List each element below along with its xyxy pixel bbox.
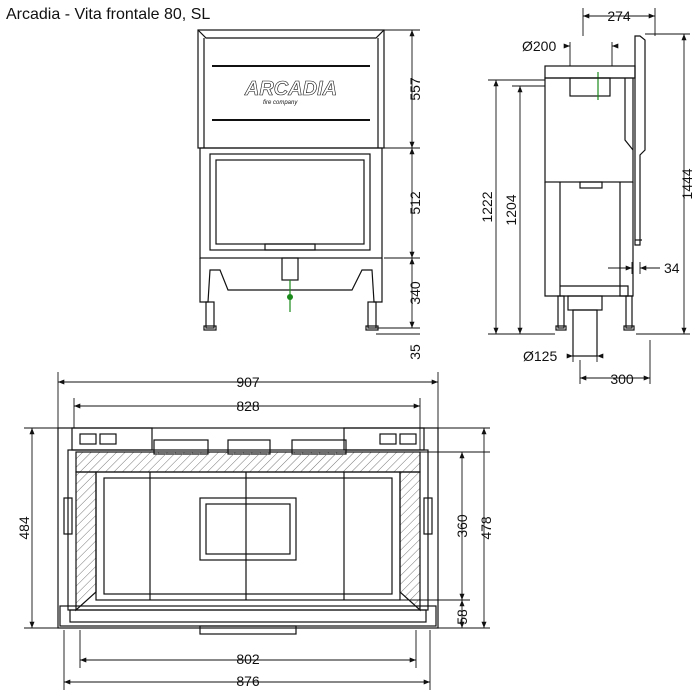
dim-depth-bottom: 300 bbox=[610, 371, 634, 387]
dim-w876: 876 bbox=[236, 673, 260, 689]
side-front-panel bbox=[634, 35, 646, 246]
dim-offset: 34 bbox=[664, 260, 680, 276]
logo-brand: ARCADIA bbox=[244, 78, 337, 100]
side-legs bbox=[555, 295, 635, 331]
dim-foot: 35 bbox=[407, 344, 423, 360]
dim-air: Ø125 bbox=[523, 348, 557, 364]
drawing-title: Arcadia - Vita frontale 80, SL bbox=[6, 6, 211, 23]
dim-h360: 360 bbox=[454, 514, 470, 538]
side-flue bbox=[544, 65, 636, 100]
side-dimensions bbox=[488, 8, 690, 384]
side-air-inlet bbox=[560, 285, 629, 357]
side-body bbox=[544, 77, 642, 297]
plan-view bbox=[24, 372, 490, 690]
side-view bbox=[488, 8, 690, 384]
dim-h478: 478 bbox=[478, 516, 494, 540]
plan-outer-frame bbox=[57, 427, 439, 635]
dim-w907: 907 bbox=[236, 374, 260, 390]
plan-dimensions bbox=[24, 372, 490, 690]
dim-hood: 557 bbox=[407, 77, 423, 101]
dim-depth-top: 274 bbox=[607, 8, 631, 24]
dim-h1204: 1204 bbox=[503, 194, 519, 225]
dim-legs: 340 bbox=[407, 281, 423, 305]
dim-w802: 802 bbox=[236, 651, 260, 667]
dim-h1444: 1444 bbox=[679, 168, 695, 199]
dim-flue: Ø200 bbox=[522, 38, 556, 54]
arcadia-logo: ARCADIA fire company bbox=[244, 78, 338, 106]
plan-firebox bbox=[63, 471, 433, 601]
dim-w828: 828 bbox=[236, 398, 260, 414]
front-dimensions bbox=[376, 29, 420, 335]
dim-h484: 484 bbox=[16, 516, 32, 540]
dim-h58: 58 bbox=[454, 609, 470, 625]
front-legs-base bbox=[199, 257, 383, 331]
front-firebox bbox=[199, 147, 383, 259]
dim-h1222: 1222 bbox=[479, 191, 495, 222]
plan-insulation bbox=[75, 451, 421, 612]
logo-tagline: fire company bbox=[263, 100, 298, 106]
front-view: ARCADIA fire company bbox=[197, 29, 420, 335]
dim-glass: 512 bbox=[407, 191, 423, 215]
front-hood bbox=[197, 29, 385, 149]
